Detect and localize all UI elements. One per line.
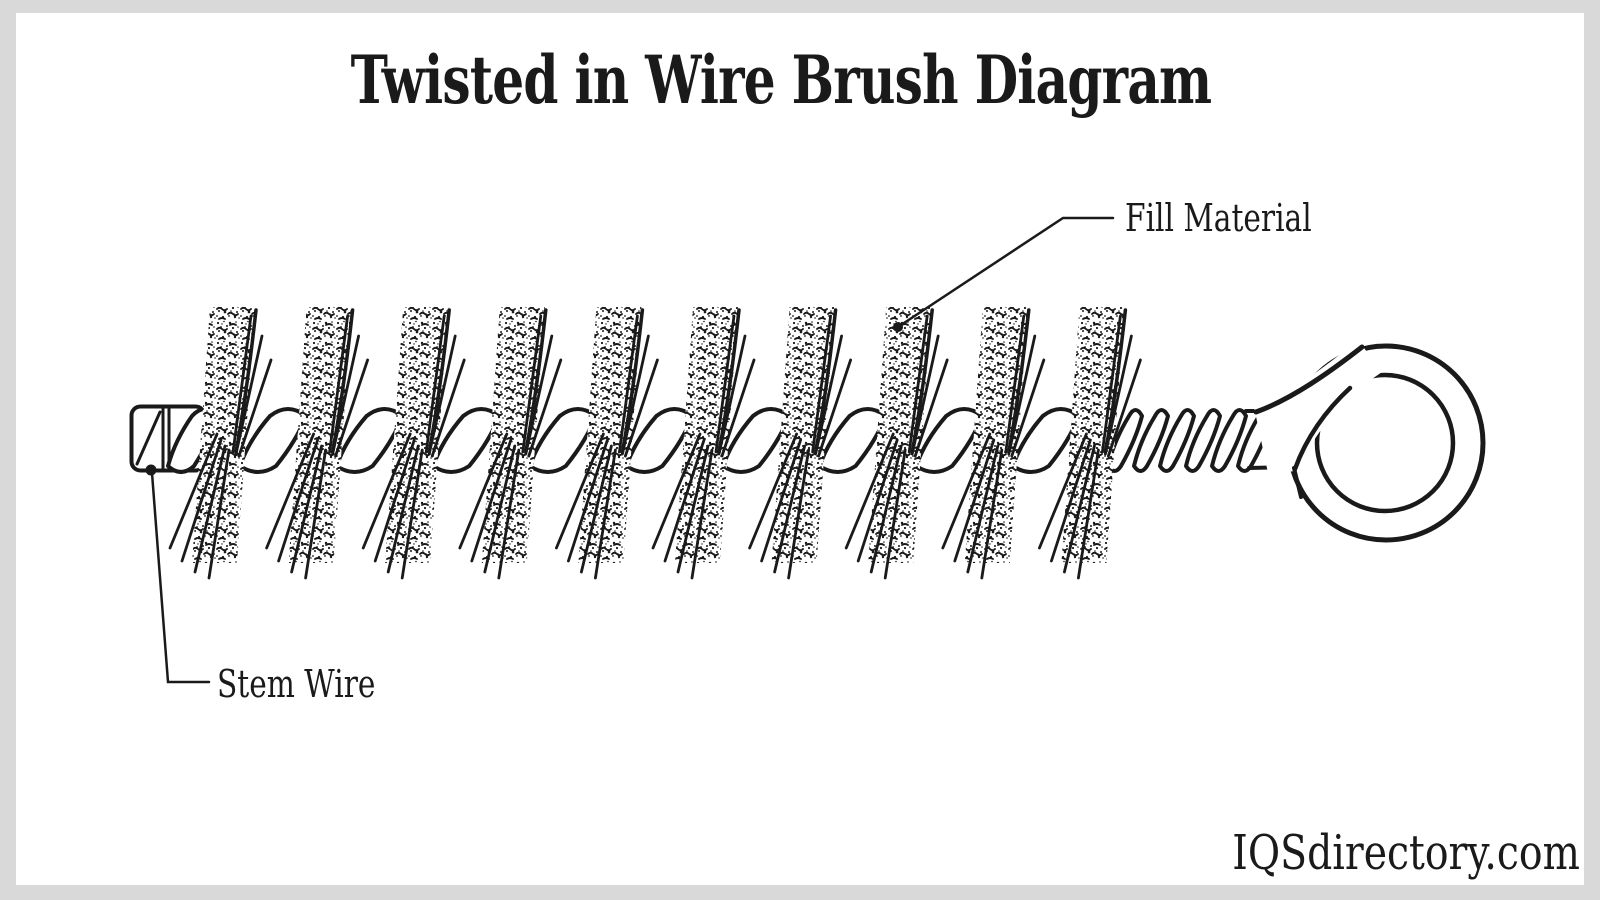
fill-material-anchor-dot: [893, 322, 903, 332]
watermark: IQSdirectory.com: [1232, 825, 1580, 881]
tuft-band: [385, 307, 449, 563]
tuft-band: [1061, 307, 1125, 563]
label-stem-wire: Stem Wire: [217, 662, 376, 706]
tuft-band: [675, 307, 738, 563]
fill-material-tufts: [192, 307, 1125, 563]
eye-loop: [1253, 340, 1486, 543]
diagram-title: Twisted in Wire Brush Diagram: [350, 41, 1213, 119]
tuft-band: [192, 307, 255, 563]
tuft-band: [868, 307, 932, 563]
stem-wire-drawing: [129, 404, 1297, 474]
label-fill-material: Fill Material: [1125, 196, 1312, 240]
leader-lines: [145, 216, 1115, 684]
tuft-band: [481, 307, 545, 563]
stray-bristle-lines: [168, 308, 1142, 580]
tuft-band: [288, 307, 352, 563]
tuft-band: [964, 307, 1028, 563]
tuft-band: [578, 307, 642, 563]
stem-wire-anchor-dot: [145, 464, 157, 476]
tuft-band: [771, 307, 835, 563]
